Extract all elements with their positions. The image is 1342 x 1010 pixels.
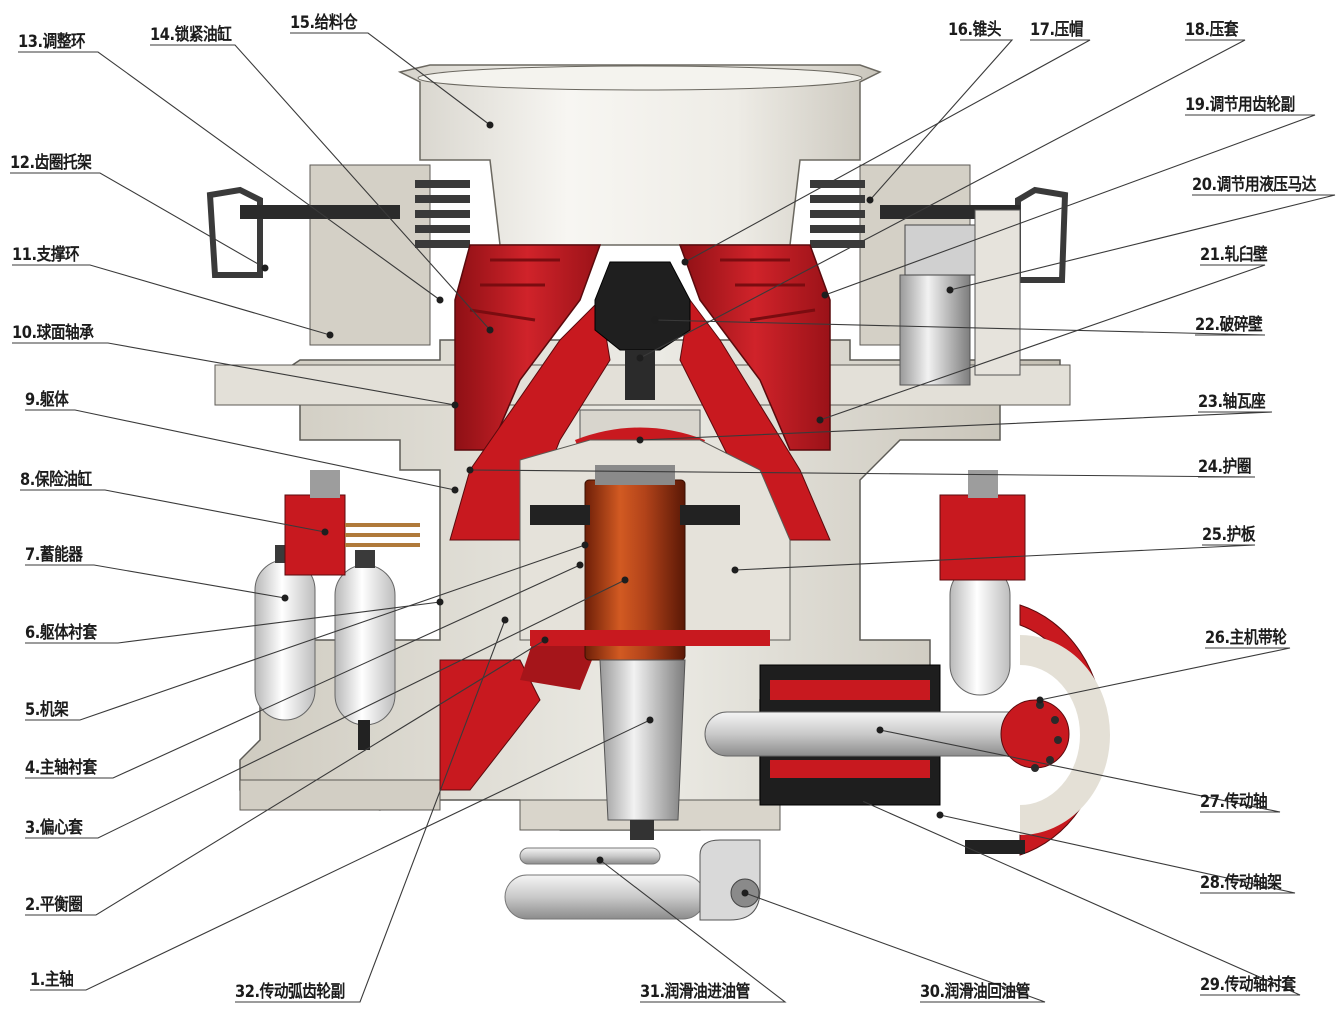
label-part-10: 10.球面轴承 — [12, 323, 94, 343]
label-part-17: 17.压帽 — [1030, 20, 1084, 40]
concave-liner-right — [678, 244, 831, 451]
accumulator-stem — [358, 720, 370, 750]
adjust-gear — [904, 224, 976, 276]
leader-anchor-dots — [261, 121, 1044, 897]
label-part-12: 12.齿圈托架 — [10, 153, 92, 173]
spring-stack-right — [810, 180, 865, 248]
label-part-15: 15.给料仓 — [290, 13, 358, 33]
label-part-23: 23.轴瓦座 — [1198, 392, 1266, 412]
label-part-11: 11.支撑环 — [12, 245, 80, 265]
accumulator-right — [949, 564, 1011, 696]
label-part-4: 4.主轴衬套 — [25, 758, 97, 778]
gear-ring-lower — [530, 630, 770, 646]
main-shaft-lower — [599, 659, 686, 821]
mantle-left — [449, 298, 611, 541]
label-part-27: 27.传动轴 — [1200, 792, 1268, 812]
label-part-21: 21.轧臼壁 — [1200, 245, 1268, 265]
clamp-ring-right — [680, 505, 740, 525]
clamp-ring-left — [530, 505, 590, 525]
label-part-16: 16.锥头 — [948, 20, 1002, 40]
accumulator-left — [254, 559, 316, 721]
label-part-31: 31.润滑油进油管 — [640, 982, 750, 1002]
leader-lines — [10, 32, 1336, 1003]
label-part-2: 2.平衡圈 — [25, 895, 83, 915]
concave-liner-left — [454, 244, 602, 451]
label-part-32: 32.传动弧齿轮副 — [235, 982, 345, 1002]
pulley-hub — [1019, 635, 1110, 835]
mantle-right — [679, 298, 831, 541]
label-part-22: 22.破碎壁 — [1195, 315, 1263, 335]
countershaft-inner-2 — [770, 760, 930, 778]
lube-return-pipe — [504, 874, 706, 920]
mantle-grooves — [469, 258, 816, 322]
label-part-5: 5.机架 — [25, 700, 69, 720]
frame-foot-left — [239, 779, 441, 811]
hopper-rim — [417, 65, 863, 91]
countershaft-inner — [770, 680, 930, 700]
label-part-7: 7.蓄能器 — [25, 545, 83, 565]
label-part-9: 9.躯体 — [25, 390, 69, 410]
label-part-28: 28.传动轴架 — [1200, 873, 1282, 893]
hydraulic-motor — [899, 274, 971, 386]
spring-stack-left — [415, 180, 470, 248]
eccentric-top — [595, 465, 675, 485]
lube-inlet-pipe — [519, 847, 661, 865]
feed-hopper — [397, 64, 882, 246]
lower-red-left — [439, 659, 541, 791]
label-part-26: 26.主机带轮 — [1205, 628, 1287, 648]
label-part-14: 14.锁紧油缸 — [150, 25, 232, 45]
label-part-8: 8.保险油缸 — [20, 470, 92, 490]
label-part-13: 13.调整环 — [18, 32, 86, 52]
machine-illustration — [206, 64, 1110, 921]
shaft-tip — [630, 820, 654, 840]
gear-bracket-left — [206, 186, 263, 278]
label-part-20: 20.调节用液压马达 — [1192, 175, 1316, 195]
label-part-29: 29.传动轴衬套 — [1200, 975, 1296, 995]
pulley-bolts — [1031, 701, 1062, 772]
label-part-3: 3.偏心套 — [25, 818, 83, 838]
label-part-6: 6.躯体衬套 — [25, 623, 97, 643]
pulley-center — [1000, 699, 1070, 769]
hydraulic-pipes — [345, 523, 420, 547]
pulley-guard — [965, 840, 1025, 854]
safety-cylinder-left — [284, 494, 346, 576]
cone-head — [594, 261, 691, 351]
accumulator-mid — [334, 564, 396, 726]
gear-bracket-right — [1015, 186, 1069, 283]
label-part-30: 30.润滑油回油管 — [920, 982, 1030, 1002]
safety-cylinder-rod-l — [310, 470, 340, 498]
label-part-25: 25.护板 — [1202, 525, 1256, 545]
drive-shaft — [704, 711, 1036, 757]
label-part-24: 24.护圈 — [1198, 457, 1252, 477]
safety-cylinder-right — [939, 494, 1026, 581]
label-part-1: 1.主轴 — [30, 970, 74, 990]
label-part-19: 19.调节用齿轮副 — [1185, 95, 1295, 115]
ring-gear-left — [240, 205, 400, 219]
accumulator-cap-m — [355, 550, 375, 568]
label-part-18: 18.压套 — [1185, 20, 1239, 40]
motor-housing — [974, 209, 1021, 376]
adjustment-ring-left — [309, 164, 431, 346]
